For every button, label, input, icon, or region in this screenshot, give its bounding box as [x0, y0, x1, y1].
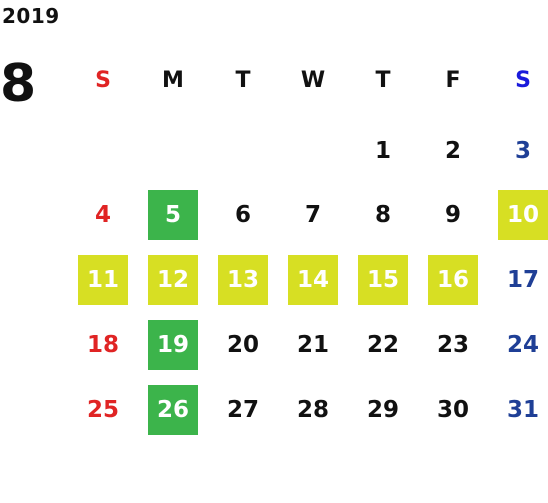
day-cell-24[interactable]: 24 — [506, 331, 539, 358]
weekday-header-wed: W — [300, 68, 326, 93]
day-cell-20[interactable]: 20 — [226, 331, 259, 358]
weekday-header-mon: M — [162, 68, 184, 93]
day-cell-27[interactable]: 27 — [226, 396, 259, 423]
day-cell-31[interactable]: 31 — [506, 396, 539, 423]
day-cell-6[interactable]: 6 — [234, 201, 251, 228]
day-cell-2[interactable]: 2 — [444, 137, 461, 164]
day-cell-19[interactable]: 19 — [148, 320, 198, 370]
day-cell-5[interactable]: 5 — [148, 190, 198, 240]
day-cell-30[interactable]: 30 — [436, 396, 469, 423]
weekday-header-sat: S — [515, 68, 531, 93]
day-cell-22[interactable]: 22 — [366, 331, 399, 358]
day-cell-1[interactable]: 1 — [374, 137, 391, 164]
day-cell-8[interactable]: 8 — [374, 201, 391, 228]
weekday-header-tue: T — [235, 68, 251, 93]
weekday-header-fri: F — [445, 68, 461, 93]
day-cell-10[interactable]: 10 — [498, 190, 548, 240]
day-cell-16[interactable]: 16 — [428, 255, 478, 305]
day-cell-14[interactable]: 14 — [288, 255, 338, 305]
day-cell-15[interactable]: 15 — [358, 255, 408, 305]
day-cell-7[interactable]: 7 — [304, 201, 321, 228]
day-cell-23[interactable]: 23 — [436, 331, 469, 358]
day-cell-25[interactable]: 25 — [86, 396, 119, 423]
day-cell-18[interactable]: 18 — [86, 331, 119, 358]
day-cell-11[interactable]: 11 — [78, 255, 128, 305]
calendar-month: 8 — [0, 54, 37, 114]
day-cell-29[interactable]: 29 — [366, 396, 399, 423]
weekday-header-thu: T — [375, 68, 391, 93]
day-cell-28[interactable]: 28 — [296, 396, 329, 423]
day-cell-17[interactable]: 17 — [506, 266, 539, 293]
day-cell-9[interactable]: 9 — [444, 201, 461, 228]
day-cell-3[interactable]: 3 — [514, 137, 531, 164]
day-cell-13[interactable]: 13 — [218, 255, 268, 305]
day-cell-4[interactable]: 4 — [94, 201, 111, 228]
day-cell-12[interactable]: 12 — [148, 255, 198, 305]
day-cell-21[interactable]: 21 — [296, 331, 329, 358]
weekday-header-sun: S — [95, 68, 111, 93]
calendar-year: 2019 — [2, 4, 60, 28]
day-cell-26[interactable]: 26 — [148, 385, 198, 435]
